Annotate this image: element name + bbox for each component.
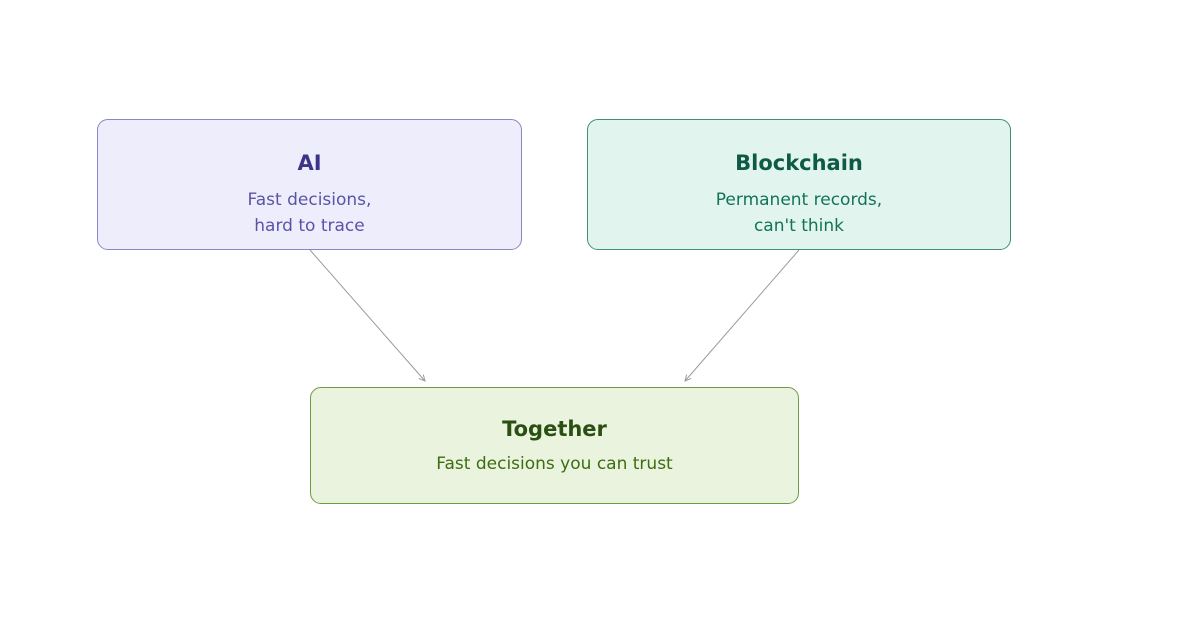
node-blockchain-title: Blockchain <box>735 151 863 175</box>
node-together: Together Fast decisions you can trust <box>310 387 799 504</box>
arrow-blockchain-to-together <box>685 249 800 381</box>
node-ai-description: Fast decisions, hard to trace <box>98 187 521 239</box>
node-together-title: Together <box>502 417 607 441</box>
node-blockchain-line-1: Permanent records, <box>715 190 883 210</box>
node-blockchain-description: Permanent records, can't think <box>588 187 1010 239</box>
node-together-line-1: Fast decisions you can trust <box>436 454 673 474</box>
node-ai-line-1: Fast decisions, <box>247 190 372 210</box>
node-ai: AI Fast decisions, hard to trace <box>97 119 522 250</box>
arrow-ai-to-together <box>309 249 425 381</box>
node-together-description: Fast decisions you can trust <box>311 451 798 477</box>
node-ai-title: AI <box>297 151 322 175</box>
node-blockchain: Blockchain Permanent records, can't thin… <box>587 119 1011 250</box>
node-ai-line-2: hard to trace <box>254 216 365 236</box>
node-blockchain-line-2: can't think <box>753 216 845 236</box>
